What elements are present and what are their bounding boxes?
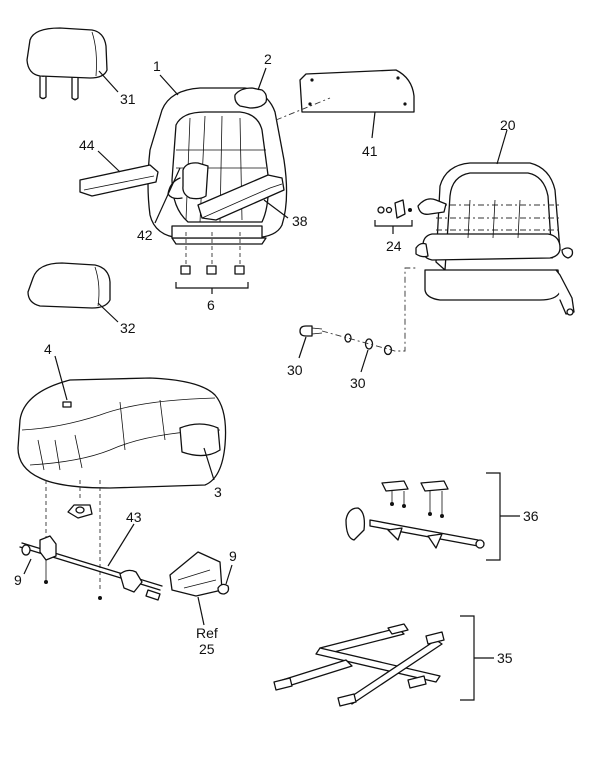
seat-slide-rails-part (273, 615, 494, 707)
callout-9-right: 9 (229, 548, 237, 564)
callout-42: 42 (137, 227, 153, 243)
seat-back-assembly-part (79, 87, 288, 245)
callout-30-washers: 30 (350, 375, 366, 391)
callout-20: 20 (500, 117, 516, 133)
release-lever-assembly-part (345, 472, 520, 561)
seat-back-clips-part (175, 232, 249, 294)
callout-32: 32 (120, 320, 136, 336)
callout-1: 1 (153, 58, 161, 74)
back-panel-part (299, 69, 415, 113)
callout-36: 36 (523, 508, 539, 524)
callout-31: 31 (120, 91, 136, 107)
hinge-hardware-part (374, 198, 447, 234)
seat-adjuster-rod-assembly-part (19, 480, 230, 601)
callout-9-left: 9 (14, 572, 22, 588)
headrest-with-posts-part (26, 27, 108, 101)
callout-30-bolt: 30 (287, 362, 303, 378)
bolt-washers-part (299, 267, 418, 356)
callout-2: 2 (264, 51, 272, 67)
headrest-part (27, 262, 111, 309)
seat-cushion-part (17, 377, 227, 489)
callout-25: 25 (199, 641, 215, 657)
callout-25-ref: Ref (196, 625, 218, 641)
callout-6: 6 (207, 297, 215, 313)
callout-38: 38 (292, 213, 308, 229)
callout-44: 44 (79, 137, 95, 153)
callout-43: 43 (126, 509, 142, 525)
callout-4: 4 (44, 341, 52, 357)
callout-24: 24 (386, 238, 402, 254)
seat-back-frame-part (415, 162, 575, 316)
callout-3: 3 (214, 484, 222, 500)
callout-41: 41 (362, 143, 378, 159)
callout-35: 35 (497, 650, 513, 666)
